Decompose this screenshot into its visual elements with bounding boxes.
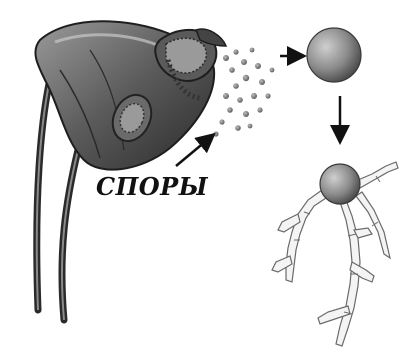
label-pointer-arrow <box>176 136 212 166</box>
spores-label: СПОРЫ <box>96 172 208 201</box>
spore-cloud <box>213 48 274 137</box>
germinating-spore <box>272 162 398 346</box>
single-spore <box>307 28 361 82</box>
